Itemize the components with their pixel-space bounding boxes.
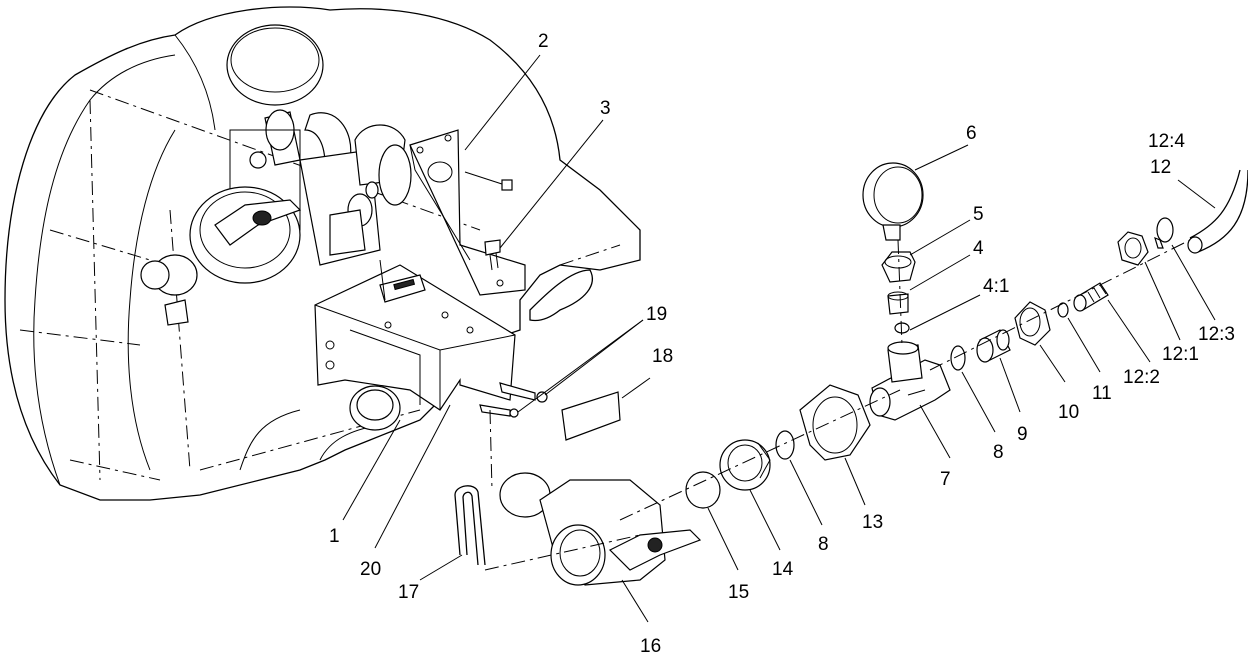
centerline [929,239,1191,371]
fitting-part-9 [976,329,1011,363]
nut-part-12-1 [1117,231,1149,266]
label-12-2: 12:2 [1123,367,1160,388]
label-4-1: 4:1 [983,276,1009,297]
label-19: 19 [646,304,667,325]
label-14: 14 [772,559,794,580]
bolts-part-19 [479,382,548,418]
decal-part-18 [561,391,621,441]
barb-part-12-2 [1073,282,1109,312]
label-15: 15 [728,582,749,603]
strap-loop [529,269,593,322]
label-20: 20 [360,559,381,580]
label-1: 1 [329,526,340,547]
label-12: 12 [1150,157,1171,178]
label-8-upper: 8 [993,442,1004,463]
valve-part-16 [499,472,702,586]
bolt-part-3 [484,239,501,271]
label-4: 4 [973,238,984,259]
label-8-lower: 8 [818,534,829,555]
label-12-3: 12:3 [1198,324,1235,345]
label-2: 2 [538,31,549,52]
label-6: 6 [966,123,977,144]
valve-manifold [229,124,412,266]
adapter-part-4 [887,291,910,334]
label-9: 9 [1017,424,1028,445]
label-12-1: 12:1 [1162,344,1199,365]
centerline [897,239,903,346]
label-18: 18 [652,346,673,367]
oring-part-15 [685,471,721,509]
nut-part-13 [799,384,871,461]
label-7: 7 [940,469,951,490]
label-16: 16 [640,636,661,657]
centerline [619,389,901,521]
tee-part-7 [869,341,951,421]
callout-labels: 2 3 6 12:4 12 5 4 4:1 19 18 12:3 12:1 12… [329,31,1235,657]
left-valve [140,186,302,326]
label-17: 17 [398,582,419,603]
tank-body [4,6,641,501]
label-12-4: 12:4 [1148,131,1185,152]
gauge-part-6 [862,162,924,241]
label-3: 3 [600,98,611,119]
label-13: 13 [862,512,883,533]
u-bolt-part-17 [454,485,486,566]
centerline [489,409,493,491]
mount-bracket-part-1 [314,259,516,431]
oring-part-8-upper [950,345,966,371]
nut-part-10 [1014,301,1051,346]
tank-gauge [226,24,352,166]
label-11: 11 [1092,383,1112,404]
coupling-part-14 [719,439,771,491]
hose-part-12 [1187,169,1248,254]
nut-part-5 [881,251,916,283]
bracket-part-2 [409,129,526,296]
oring-part-8-lower [775,430,795,460]
leader-lines [342,54,1216,623]
clamp-part-12-3 [1154,217,1174,249]
label-10: 10 [1058,402,1079,423]
label-5: 5 [973,204,984,225]
